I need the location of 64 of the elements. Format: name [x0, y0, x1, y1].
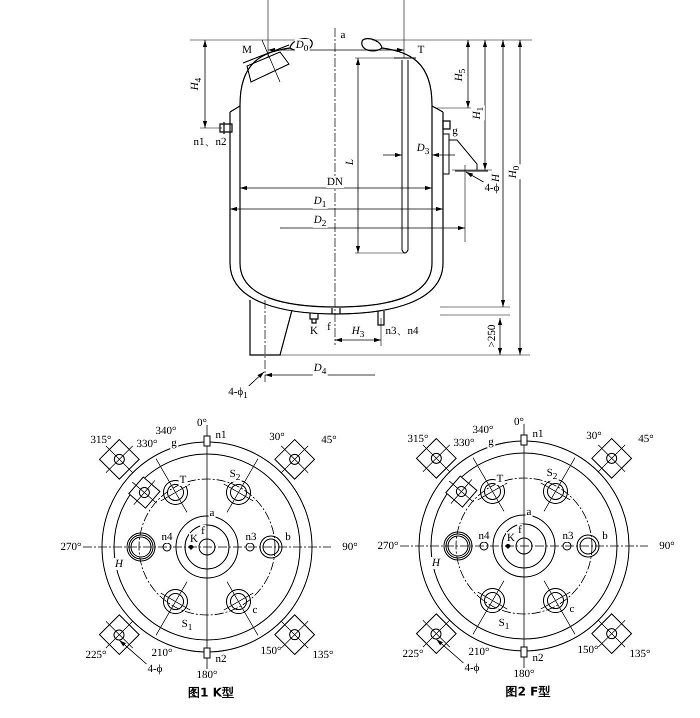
angle-label: 210°: [150, 646, 174, 660]
part-label: b: [284, 530, 292, 544]
part-label: H: [431, 556, 441, 570]
angle-label: 210°: [468, 646, 490, 658]
angle-label: 180°: [512, 668, 536, 680]
angle-label: 45°: [637, 432, 655, 446]
angle-label: 330°: [136, 438, 158, 450]
part-label: b: [601, 530, 609, 542]
part-label: T: [496, 472, 504, 486]
part-label: S$_{1}$: [498, 616, 510, 632]
leader-text: 4-ϕ: [484, 182, 500, 194]
dimension-label: D$_{2}$: [312, 214, 328, 228]
angle-label: 225°: [402, 648, 424, 660]
dimension-label: D$_{4}$: [312, 362, 328, 376]
angle-label: 30°: [585, 430, 603, 442]
angle-label: 225°: [84, 648, 108, 662]
angle-label: 90°: [341, 540, 359, 554]
angle-label: 270°: [60, 540, 82, 554]
angle-label: 315°: [406, 432, 430, 446]
angle-label: 150°: [576, 644, 600, 656]
part-label: S$_{2}$: [228, 468, 242, 482]
dimension-label: >250: [486, 324, 498, 348]
part-label: n4: [478, 530, 490, 542]
angle-label: 30°: [268, 430, 286, 444]
dimension-label: H$_{3}$: [350, 324, 366, 340]
angle-label: 180°: [196, 668, 218, 682]
leader-text: 4-ϕ: [146, 662, 164, 676]
part-label: n3、n4: [384, 324, 420, 338]
bolt-hole: [430, 628, 442, 640]
part-label: T: [178, 474, 188, 486]
part-label: S$_{2}$: [546, 466, 558, 482]
angle-label: 0°: [196, 416, 208, 430]
angle-label: 90°: [658, 540, 676, 552]
angle-label: 270°: [376, 540, 400, 552]
dimension-label: DN: [326, 176, 344, 188]
bolt-hole: [114, 629, 125, 640]
part-label: S$_{1}$: [180, 618, 194, 632]
part-label: n4: [160, 530, 174, 544]
angle-label: 45°: [320, 434, 338, 446]
angle-label: 330°: [452, 436, 476, 450]
leader-line: [466, 172, 484, 182]
part-label: n3: [244, 530, 258, 544]
angle-label: 340°: [154, 424, 178, 438]
angle-label: 0°: [513, 416, 525, 428]
leader-line: [118, 640, 147, 664]
angle-label: 340°: [472, 424, 494, 436]
dimension-label: D$_{1}$: [312, 194, 328, 210]
leader-text: 4-ϕ: [464, 662, 480, 674]
part-label: n1、n2: [192, 136, 228, 148]
leader-line: [436, 638, 464, 664]
dimension-label: D$_{0}$: [294, 38, 310, 54]
angle-label: 135°: [628, 648, 652, 660]
part-label: H: [114, 558, 124, 570]
angle-label: 315°: [90, 434, 112, 446]
part-label: n3: [562, 530, 574, 542]
figure-caption: 图2 F型: [504, 685, 552, 699]
part-label: K: [506, 532, 516, 544]
part-label: K: [189, 532, 199, 546]
dimension-label: D$_{3}$: [416, 142, 430, 156]
leader-text: 4-ϕ$_{1}$: [227, 386, 249, 400]
figure-caption: 图1 K型: [187, 686, 235, 700]
angle-label: 150°: [260, 644, 282, 658]
leader-line: [248, 372, 264, 386]
angle-label: 135°: [312, 648, 334, 662]
